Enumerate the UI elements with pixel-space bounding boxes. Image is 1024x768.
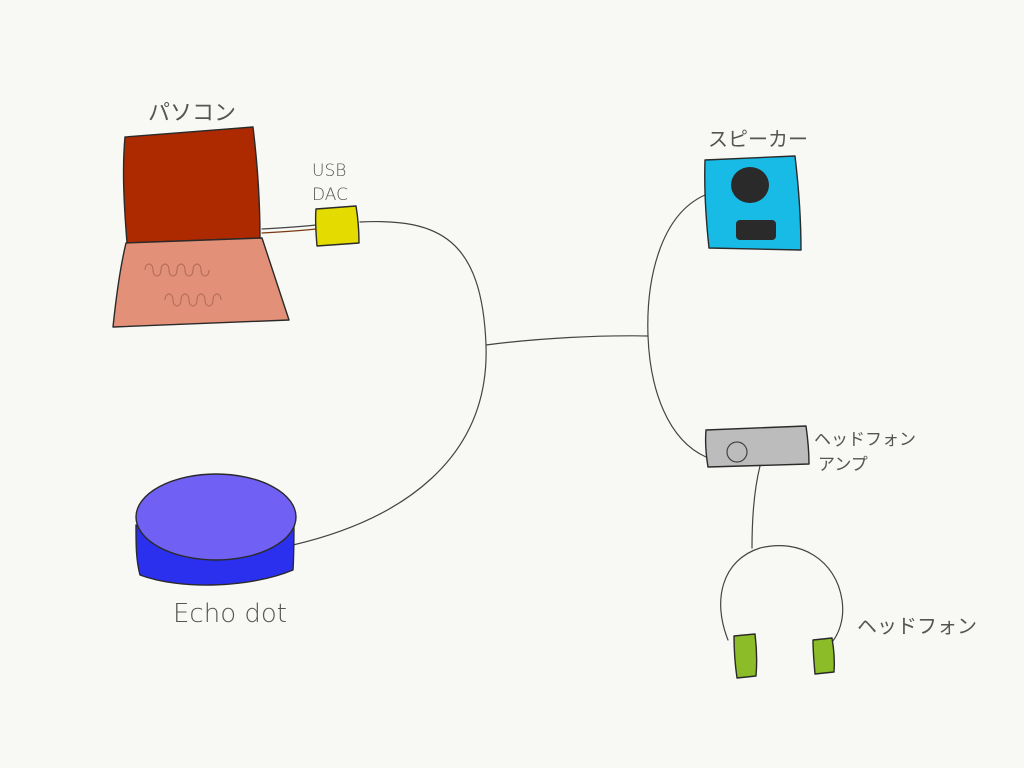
usb-dac-label-line2: DAC	[312, 185, 348, 205]
headphones	[720, 545, 844, 679]
pc-keyboard	[112, 237, 290, 328]
wire-main-trunk	[485, 335, 649, 346]
wire-amp-to-headphones	[751, 465, 761, 549]
headphones-band	[720, 545, 844, 643]
wire-to-speaker	[647, 194, 706, 337]
speaker-woofer	[731, 167, 769, 203]
headphones-left-cup	[733, 633, 758, 679]
wire-pc-to-dac-shadow	[261, 228, 317, 234]
pc-label: パソコン	[148, 101, 236, 126]
speaker	[704, 155, 802, 251]
speaker-label: スピーカー	[708, 127, 808, 151]
wires	[261, 194, 761, 549]
headphone-amp-knob	[726, 441, 748, 463]
wire-to-headphone-amp	[647, 335, 707, 458]
headphone-amp-label-line1: ヘッドフォン	[814, 430, 916, 450]
speaker-cabinet	[704, 155, 802, 251]
headphones-label: ヘッドフォン	[857, 614, 977, 638]
echo-dot-top	[135, 473, 297, 561]
echo-dot	[135, 473, 297, 586]
headphone-amp	[704, 425, 810, 468]
wire-pc-to-dac	[261, 224, 317, 230]
headphone-amp-body	[704, 425, 810, 468]
usb-dac-body	[314, 205, 360, 247]
pc-screen	[122, 126, 261, 244]
headphone-amp-label-line2: アンプ	[818, 455, 868, 475]
headphones-right-cup	[812, 637, 836, 675]
usb-dac-label-line1: USB	[312, 161, 346, 181]
wire-dac-to-echo	[292, 220, 487, 546]
pc-key-scribbles	[144, 263, 222, 307]
pc-laptop	[112, 126, 290, 328]
speaker-port	[736, 220, 776, 240]
usb-dac	[314, 205, 360, 247]
echo-dot-label: Echo dot	[173, 599, 287, 629]
